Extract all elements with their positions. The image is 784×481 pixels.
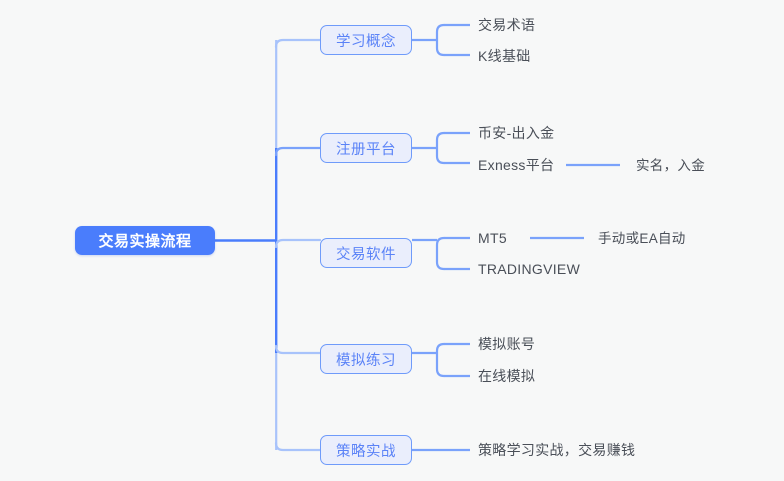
branch-elbow-1 xyxy=(274,38,322,49)
leaf-bracket-3-v xyxy=(435,236,446,271)
branch-node-4[interactable]: 模拟练习 xyxy=(320,344,412,374)
leaf-node-5-1[interactable]: 策略学习实战，交易赚钱 xyxy=(478,442,636,458)
branch-node-4-label: 模拟练习 xyxy=(336,352,396,369)
leaf-bracket-1-v xyxy=(435,23,446,57)
branch-elbow-2 xyxy=(274,146,322,157)
leaf-node-4-2[interactable]: 在线模拟 xyxy=(478,368,536,384)
leaf-bracket-2-v xyxy=(435,131,446,165)
branch-node-3[interactable]: 交易软件 xyxy=(320,238,412,268)
branch-node-1-label: 学习概念 xyxy=(336,33,396,50)
leaf-node-1-1[interactable]: 交易术语 xyxy=(478,17,536,33)
root-node-label: 交易实操流程 xyxy=(98,233,192,250)
leaf-node-2-1[interactable]: 币安-出入金 xyxy=(478,125,555,141)
leaf-node-3-1[interactable]: MT5 xyxy=(478,230,507,246)
leaf-node-2-2[interactable]: Exness平台 xyxy=(478,157,555,173)
detail-node-exness[interactable]: 实名，入金 xyxy=(636,158,705,173)
branch-node-5-label: 策略实战 xyxy=(336,443,396,460)
leaf-node-3-2[interactable]: TRADINGVIEW xyxy=(478,261,581,277)
leaf-node-4-1[interactable]: 模拟账号 xyxy=(478,336,536,352)
branch-node-5[interactable]: 策略实战 xyxy=(320,435,412,465)
leaf-bracket-4-v xyxy=(435,342,446,378)
branch-node-2-label: 注册平台 xyxy=(336,141,396,158)
detail-node-mt5[interactable]: 手动或EA自动 xyxy=(598,231,686,246)
branch-elbow-4 xyxy=(274,344,322,355)
leaf-node-1-2[interactable]: K线基础 xyxy=(478,48,531,64)
branch-node-2[interactable]: 注册平台 xyxy=(320,133,412,163)
branch-node-3-label: 交易软件 xyxy=(336,246,396,263)
branch-elbow-5 xyxy=(274,441,322,452)
root-node[interactable]: 交易实操流程 xyxy=(75,226,215,255)
branch-node-1[interactable]: 学习概念 xyxy=(320,25,412,55)
branch-elbow-3 xyxy=(274,238,322,249)
